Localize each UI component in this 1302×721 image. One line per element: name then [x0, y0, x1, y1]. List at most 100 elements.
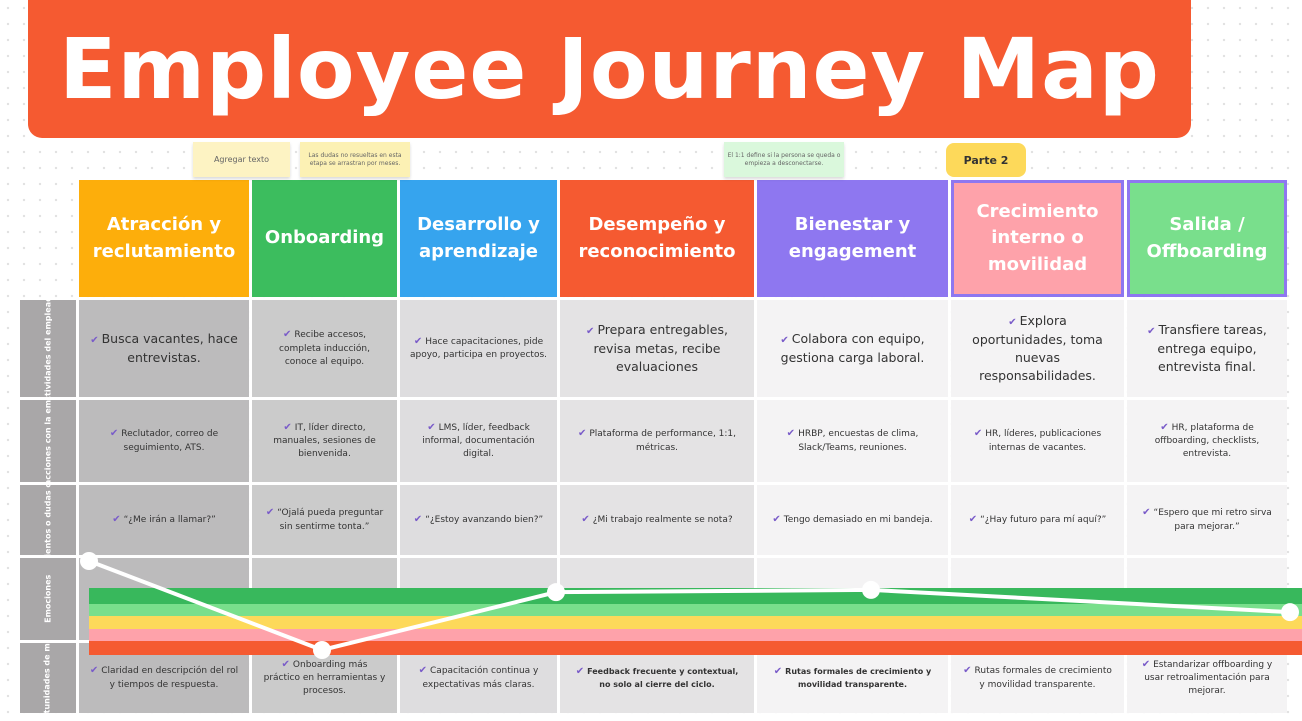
emotion-point — [1281, 603, 1299, 622]
check-icon: ✔ — [772, 513, 781, 525]
emotion-point — [547, 583, 565, 602]
cell-text: ¿Mi trabajo realmente se nota? — [592, 514, 733, 525]
stage-header: Atracción y reclutamiento — [79, 180, 249, 297]
check-icon: ✔ — [973, 428, 983, 440]
journey-cell[interactable]: ✔Reclutador, correo de seguimiento, ATS. — [79, 400, 249, 482]
sticky-note[interactable]: El 1:1 define si la persona se queda o e… — [724, 142, 844, 177]
cell-text: Onboarding más práctico en herramientas … — [263, 659, 386, 697]
sticky-note[interactable]: Agregar texto — [193, 142, 290, 177]
cell-text: Rutas formales de crecimiento y movilida… — [974, 666, 1112, 690]
stage-header: Desarrollo y aprendizaje — [400, 180, 557, 297]
emotion-point — [862, 580, 880, 599]
check-icon: ✔ — [109, 428, 119, 440]
cell-text: Recibe accesos, completa inducción, cono… — [279, 330, 370, 367]
emotion-point — [80, 552, 98, 570]
cell-text: Tengo demasiado en mi bandeja. — [783, 514, 933, 525]
journey-cell[interactable]: ✔LMS, líder, feedback informal, document… — [400, 400, 557, 482]
cell-text: Feedback frecuente y contextual, no solo… — [587, 666, 739, 690]
check-icon: ✔ — [1142, 507, 1151, 519]
cell-text: Reclutador, correo de seguimiento, ATS. — [121, 429, 219, 453]
check-icon: ✔ — [586, 326, 595, 338]
check-icon: ✔ — [265, 507, 275, 519]
row-label: Pensamientos o dudas comunes — [20, 485, 76, 555]
journey-cell[interactable]: ✔IT, líder directo, manuales, sesiones d… — [252, 400, 397, 482]
cell-text: Hace capacitaciones, pide apoyo, partici… — [410, 336, 548, 361]
check-icon: ✔ — [90, 335, 99, 347]
journey-cell[interactable]: ✔Transfiere tareas, entrega equipo, entr… — [1127, 300, 1287, 397]
check-icon: ✔ — [786, 428, 796, 440]
journey-cell[interactable]: ✔Colabora con equipo, gestiona carga lab… — [757, 300, 948, 397]
check-icon: ✔ — [968, 513, 978, 525]
cell-text: “Espero que mi retro sirva para mejorar.… — [1153, 508, 1272, 532]
cell-text: “¿Hay futuro para mí aquí?” — [980, 514, 1107, 525]
cell-text: “¿Estoy avanzando bien?” — [425, 514, 544, 525]
journey-cell[interactable]: ✔“Ojalá pueda preguntar sin sentirme ton… — [252, 485, 397, 555]
cell-text: HR, líderes, publicaciones internas de v… — [985, 429, 1102, 453]
check-icon: ✔ — [581, 513, 590, 525]
cell-text: Busca vacantes, hace entrevistas. — [101, 331, 238, 365]
check-icon: ✔ — [418, 665, 428, 677]
row-label: Emociones — [20, 558, 76, 640]
row-label: Actividades del empleado — [20, 300, 76, 397]
check-icon: ✔ — [1160, 421, 1169, 433]
check-icon: ✔ — [1141, 658, 1151, 670]
journey-cell[interactable]: ✔Plataforma de performance, 1:1, métrica… — [560, 400, 754, 482]
emotion-band — [89, 616, 1302, 629]
check-icon: ✔ — [577, 428, 587, 440]
check-icon: ✔ — [283, 421, 292, 433]
cell-text: Rutas formales de crecimiento y movilida… — [785, 666, 932, 690]
check-icon: ✔ — [282, 329, 292, 341]
stage-header: Bienestar y engagement — [757, 180, 948, 297]
check-icon: ✔ — [575, 665, 585, 677]
check-icon: ✔ — [427, 421, 436, 433]
journey-cell[interactable]: ✔“¿Estoy avanzando bien?” — [400, 485, 557, 555]
journey-cell[interactable]: ✔Explora oportunidades, toma nuevas resp… — [951, 300, 1124, 397]
cell-text: Prepara entregables, revisa metas, recib… — [593, 322, 728, 374]
emotion-band — [89, 641, 1302, 655]
journey-cell[interactable]: ✔Busca vacantes, hace entrevistas. — [79, 300, 249, 397]
journey-cell[interactable]: ✔Tengo demasiado en mi bandeja. — [757, 485, 948, 555]
journey-cell[interactable]: ✔“¿Me irán a llamar?” — [79, 485, 249, 555]
check-icon: ✔ — [1008, 317, 1017, 329]
emotion-band — [89, 588, 1302, 604]
cell-text: Plataforma de performance, 1:1, métricas… — [589, 429, 737, 453]
journey-cell[interactable]: ✔“¿Hay futuro para mí aquí?” — [951, 485, 1124, 555]
check-icon: ✔ — [773, 665, 783, 677]
row-label: Oportunidades de mejora — [20, 643, 76, 713]
journey-cell[interactable]: ✔HR, plataforma de offboarding, checklis… — [1127, 400, 1287, 482]
cell-text: Colabora con equipo, gestiona carga labo… — [780, 331, 925, 365]
cell-text: Explora oportunidades, toma nuevas respo… — [972, 313, 1103, 383]
stage-header: Salida / Offboarding — [1127, 180, 1287, 297]
row-label: Interacciones con la empresa — [20, 400, 76, 482]
part-badge[interactable]: Parte 2 — [946, 143, 1026, 177]
cell-text: “Ojalá pueda preguntar sin sentirme tont… — [277, 508, 384, 532]
journey-cell[interactable]: ✔“Espero que mi retro sirva para mejorar… — [1127, 485, 1287, 555]
cell-text: “¿Me irán a llamar?” — [123, 514, 216, 525]
check-icon: ✔ — [413, 335, 423, 347]
journey-cell[interactable]: ✔Prepara entregables, revisa metas, reci… — [560, 300, 754, 397]
journey-cell[interactable]: ✔HR, líderes, publicaciones internas de … — [951, 400, 1124, 482]
stage-header: Crecimiento interno o movilidad — [951, 180, 1124, 297]
journey-cell[interactable]: ✔HRBP, encuestas de clima, Slack/Teams, … — [757, 400, 948, 482]
cell-text: Capacitación continua y expectativas más… — [422, 666, 539, 690]
check-icon: ✔ — [413, 513, 423, 525]
cell-text: HR, plataforma de offboarding, checklist… — [1154, 422, 1260, 460]
cell-text: Claridad en descripción del rol y tiempo… — [101, 666, 239, 690]
stage-header: Desempeño y reconocimiento — [560, 180, 754, 297]
emotion-point — [313, 641, 331, 659]
journey-cell[interactable]: ✔¿Mi trabajo realmente se nota? — [560, 485, 754, 555]
check-icon: ✔ — [1147, 326, 1156, 338]
check-icon: ✔ — [963, 665, 972, 677]
cell-text: HRBP, encuestas de clima, Slack/Teams, r… — [798, 429, 919, 453]
journey-cell[interactable]: ✔Recibe accesos, completa inducción, con… — [252, 300, 397, 397]
cell-text: Transfiere tareas, entrega equipo, entre… — [1157, 322, 1267, 374]
stage-header: Onboarding — [252, 180, 397, 297]
check-icon: ✔ — [281, 658, 290, 670]
journey-cell[interactable]: ✔Hace capacitaciones, pide apoyo, partic… — [400, 300, 557, 397]
emotion-band — [89, 604, 1302, 616]
cell-text: Estandarizar offboarding y usar retroali… — [1144, 659, 1273, 697]
page-title: Employee Journey Map — [28, 0, 1191, 138]
sticky-note[interactable]: Las dudas no resueltas en esta etapa se … — [300, 142, 410, 177]
cell-text: LMS, líder, feedback informal, documenta… — [422, 422, 535, 460]
